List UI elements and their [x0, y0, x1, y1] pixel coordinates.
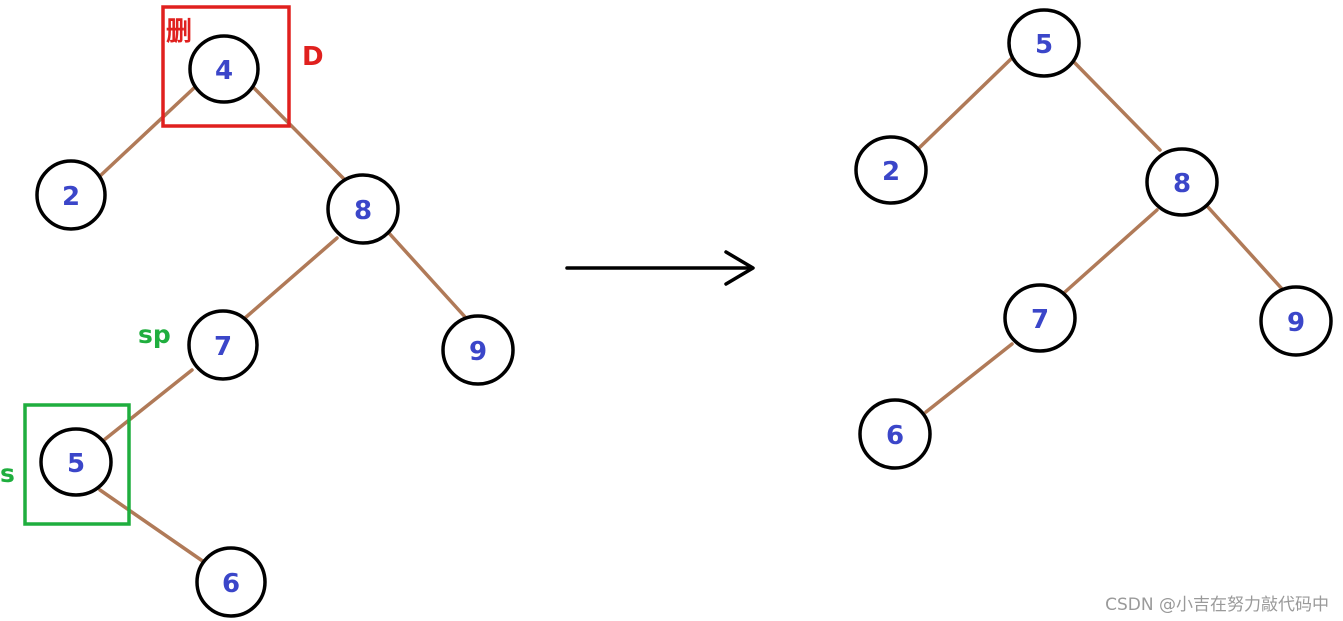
tree-node: 5	[39, 427, 113, 497]
tree-node: 4	[188, 34, 260, 104]
edge-4-8	[250, 84, 347, 182]
tree-node: 7	[1003, 283, 1077, 353]
edge-5-2	[915, 56, 1014, 152]
tree-node: 8	[326, 173, 400, 245]
tree-node: 9	[441, 314, 515, 386]
edge-4-2	[98, 86, 196, 178]
node-label: 6	[222, 569, 240, 599]
node-label: 2	[62, 182, 80, 212]
delete-mark: 删	[166, 17, 192, 47]
successor-highlight-box	[23, 403, 131, 526]
node-label: 2	[882, 157, 900, 187]
watermark: CSDN @小吉在努力敲代码中	[1105, 595, 1329, 615]
tree-node: 6	[858, 398, 932, 470]
node-label: 4	[215, 56, 233, 86]
d-label: D	[302, 42, 324, 72]
edge-7-6	[924, 342, 1014, 414]
edge-7-5	[102, 368, 194, 442]
edge-5-6	[98, 488, 206, 564]
tree-node: 7	[187, 309, 259, 381]
tree-node: 2	[35, 159, 107, 231]
node-label: 9	[469, 337, 487, 367]
tree-node: 6	[195, 546, 267, 618]
node-label: 6	[886, 421, 904, 451]
tree-node: 5	[1007, 8, 1081, 78]
tree-node: 2	[854, 135, 928, 205]
edge-8-7	[243, 236, 339, 320]
node-label: 8	[354, 196, 372, 226]
delete-highlight-box	[161, 5, 291, 128]
node-label: 5	[1035, 30, 1053, 60]
edge-8-7	[1063, 208, 1159, 294]
tree-node: 8	[1145, 147, 1219, 217]
sp-label: sp	[138, 320, 171, 349]
node-label: 9	[1287, 308, 1305, 338]
edge-8-9	[1205, 204, 1285, 292]
tree-node: 9	[1259, 285, 1333, 357]
transform-arrow	[565, 250, 755, 286]
node-label: 5	[67, 449, 85, 479]
node-label: 7	[1031, 305, 1049, 335]
s-label: s	[0, 459, 15, 488]
node-label: 8	[1173, 169, 1191, 199]
node-label: 7	[214, 332, 232, 362]
edge-5-8	[1070, 58, 1162, 152]
edge-8-9	[386, 230, 468, 320]
